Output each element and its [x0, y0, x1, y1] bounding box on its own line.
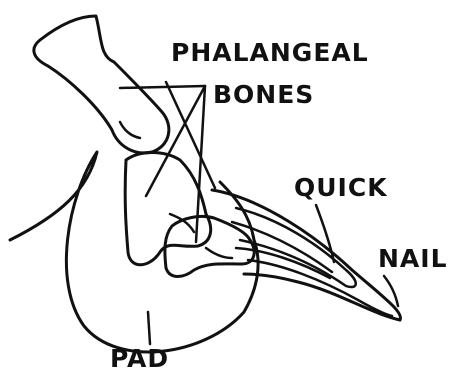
phalangeal-label-line2: BONES [213, 82, 314, 107]
joint-mark-3 [206, 248, 232, 258]
pad-pointer [148, 312, 150, 344]
toe-outline [10, 152, 258, 352]
proximal-phalanx [34, 16, 169, 153]
pad-label: PAD [110, 346, 169, 371]
phalangeal-label-line1: PHALANGEAL [171, 40, 369, 65]
phalangeal-pointer-1 [120, 86, 205, 88]
nail-label: NAIL [378, 246, 448, 271]
joint-mark-1 [120, 122, 140, 138]
nail-pointer [384, 276, 398, 306]
quick-label: QUICK [294, 175, 388, 200]
